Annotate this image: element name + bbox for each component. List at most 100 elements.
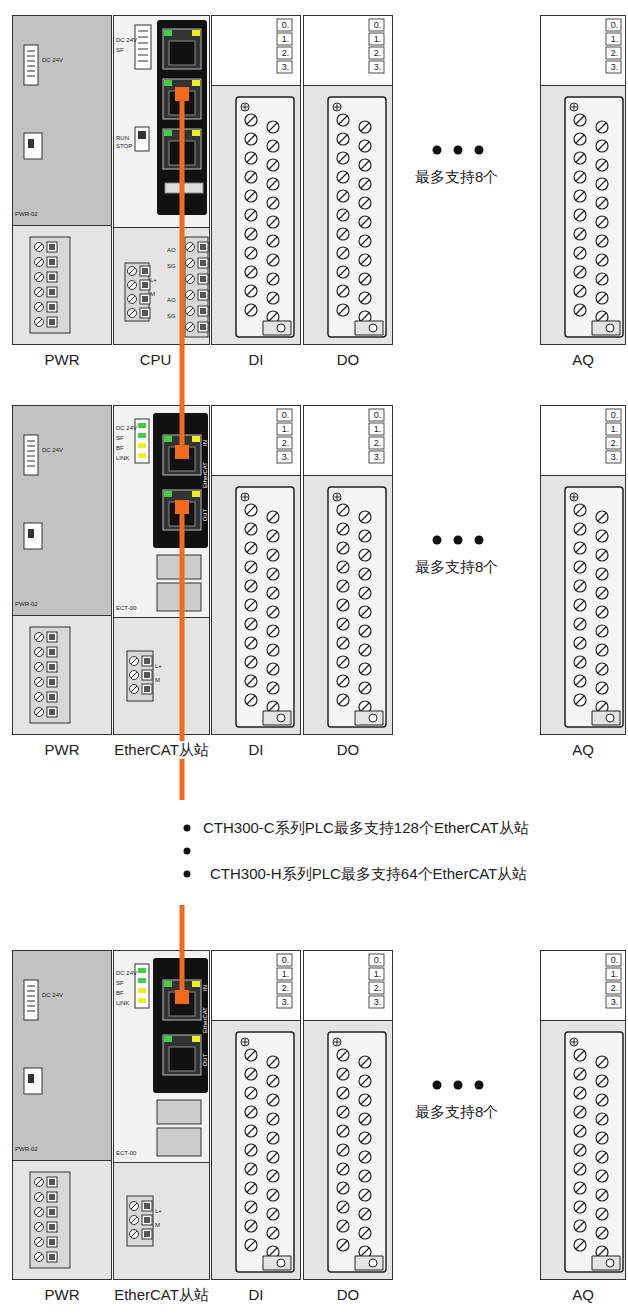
module-label: DI [247,741,266,759]
io-module: 0.1.2.3.DO [303,15,393,345]
io-module: 0.1.2.3.DI [211,950,301,1280]
module-marking: ECT-00 [116,1150,136,1157]
channel-number: 2. [609,438,620,449]
channel-number: 2. [280,48,291,59]
channel-number: 1. [609,969,620,980]
module-label: DO [335,351,362,369]
module-marking: AO [167,297,176,304]
power-module: DC 24VPWR-02PWR [12,950,112,1280]
io-module: 0.1.2.3.AQ [540,950,626,1280]
channel-number: 1. [609,34,620,45]
channel-number: 0. [372,20,383,31]
channel-number: 2. [609,48,620,59]
module-marking: DC 24V [116,425,137,432]
module-marking: SG [167,313,176,320]
channel-number: 0. [609,955,620,966]
module-marking: ECT-00 [116,605,136,612]
module-marking: AO [167,247,176,254]
module-marking: OUT [201,1054,208,1067]
module-drawing [113,950,210,1280]
module-label: PWR [43,351,82,369]
io-module: 0.1.2.3.DI [211,15,301,345]
capacity-note: 最多支持8个 [415,1102,498,1122]
module-label: AQ [570,351,596,369]
channel-number: 1. [280,424,291,435]
module-marking: LINK [116,455,129,462]
module-marking: L+ [155,663,162,670]
channel-number: 0. [280,410,291,421]
channel-number: 0. [372,955,383,966]
module-marking: L+ [155,1208,162,1215]
module-marking: M [155,1222,160,1229]
channel-number: 0. [280,20,291,31]
module-marking: PWR-02 [15,211,38,218]
channel-number: 0. [609,20,620,31]
module-marking: SF [116,47,124,54]
channel-number: 3. [372,997,383,1008]
module-drawing [113,15,210,345]
ethercat-cable [180,345,185,405]
channel-number: 3. [280,452,291,463]
channel-number: 1. [372,34,383,45]
module-marking: DC 24V [116,970,137,977]
module-drawing [12,15,112,345]
module-marking: SG [167,263,176,270]
ethercat-slave-module: DC 24VSFBFLINKINEtherCATOUTECT-00L+MEthe… [113,950,210,1280]
channel-number: 2. [372,983,383,994]
channel-number: 2. [609,983,620,994]
bullet-note: CTH300-C系列PLC最多支持128个EtherCAT从站 [203,818,529,838]
module-marking: IN [201,440,208,446]
channel-number: 1. [609,424,620,435]
io-module: 0.1.2.3.DO [303,950,393,1280]
module-label: PWR [43,1286,82,1304]
power-module: DC 24VPWR-02PWR [12,15,112,345]
channel-number: 1. [372,969,383,980]
module-marking: M [150,291,155,298]
module-marking: DC 24V [116,37,137,44]
channel-number: 1. [372,424,383,435]
channel-number: 0. [372,410,383,421]
capacity-note: 最多支持8个 [415,167,498,187]
channel-number: 3. [280,62,291,73]
module-marking: STOP [116,143,132,150]
module-marking: BF [116,445,124,452]
module-label: PWR [43,741,82,759]
bullet-note: CTH300-H系列PLC最多支持64个EtherCAT从站 [210,864,527,884]
channel-number: 0. [280,955,291,966]
channel-number: 3. [609,62,620,73]
channel-number: 3. [280,997,291,1008]
module-label: AQ [570,1286,596,1304]
module-marking: PWR-02 [15,601,38,608]
module-marking: OUT [201,509,208,522]
module-label: DO [335,1286,362,1304]
module-marking: EtherCAT [201,462,208,488]
module-marking: L+ [150,277,157,284]
channel-number: 3. [609,452,620,463]
channel-number: 3. [372,62,383,73]
module-marking: DC 24V [42,992,63,999]
module-label: EtherCAT从站 [112,1286,211,1304]
io-module: 0.1.2.3.DO [303,405,393,735]
module-marking: EtherCAT [201,1007,208,1033]
power-module: DC 24VPWR-02PWR [12,405,112,735]
io-module: 0.1.2.3.DI [211,405,301,735]
module-label: DI [247,351,266,369]
module-label: CPU [138,351,174,369]
channel-number: 3. [372,452,383,463]
module-marking: SF [116,435,124,442]
module-drawing [12,950,112,1280]
channel-number: 0. [609,410,620,421]
channel-number: 2. [372,438,383,449]
module-marking: PWR-02 [15,1146,38,1153]
module-drawing [12,405,112,735]
module-marking: RUN [116,135,129,142]
module-label: DI [247,1286,266,1304]
module-label: EtherCAT从站 [112,741,211,759]
module-drawing [113,405,210,735]
capacity-note: 最多支持8个 [415,557,498,577]
module-label: DO [335,741,362,759]
channel-number: 2. [280,438,291,449]
channel-number: 2. [372,48,383,59]
module-marking: M [155,677,160,684]
